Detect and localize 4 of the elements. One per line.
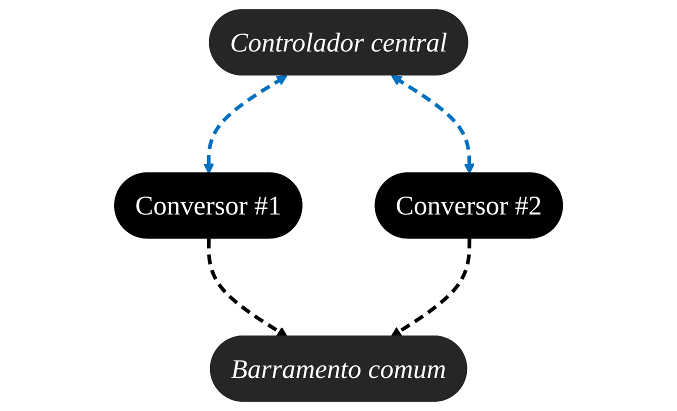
arrow <box>390 75 475 174</box>
arrow <box>390 238 472 338</box>
arrow <box>203 75 288 174</box>
arrow <box>206 238 288 338</box>
